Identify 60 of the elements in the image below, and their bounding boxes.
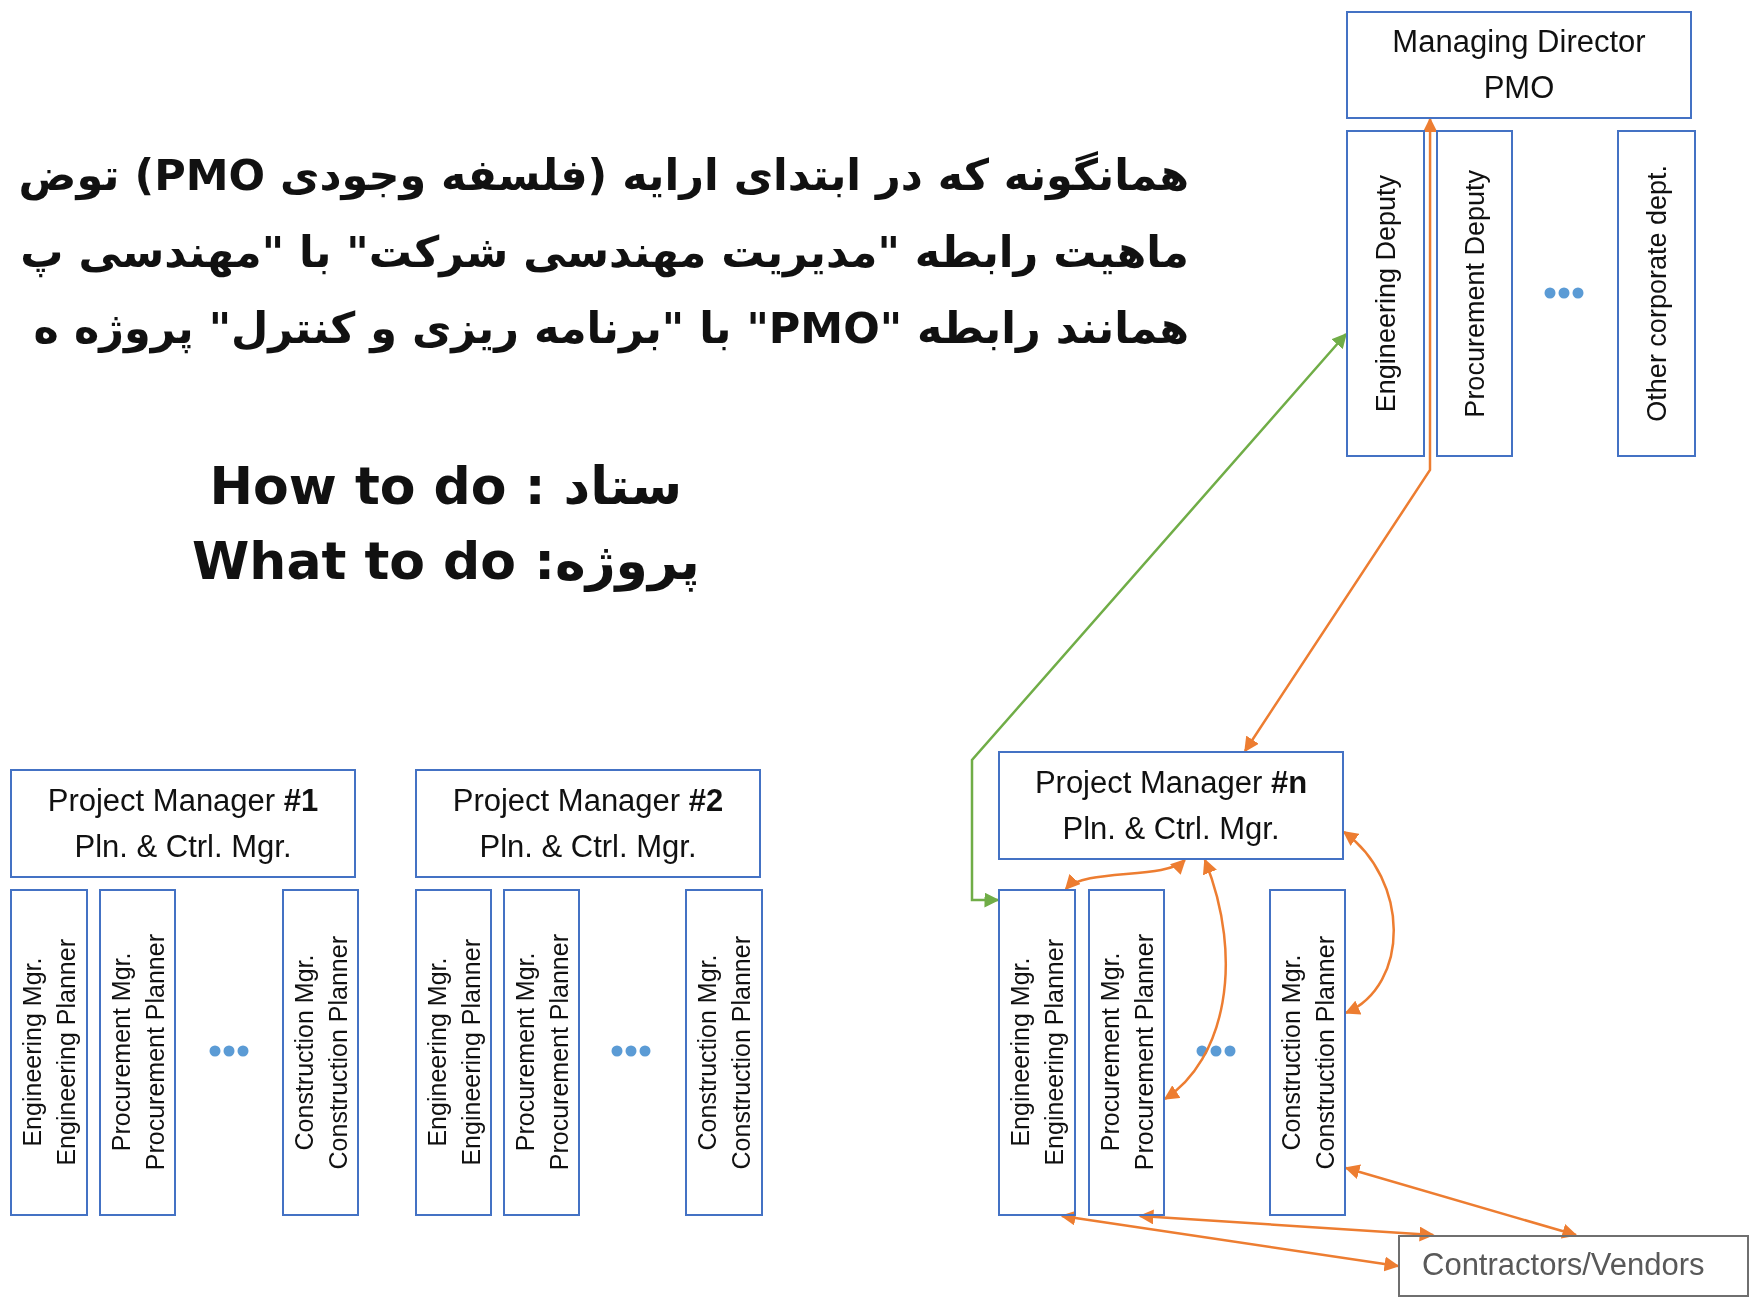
arrow: [1064, 859, 1187, 890]
role-label: Procurement Planner: [139, 934, 170, 1171]
role-label: Construction Mgr.: [1275, 954, 1306, 1151]
role-column: [685, 889, 763, 1216]
role-label: Procurement Mgr.: [1094, 953, 1125, 1152]
department-label: Engineering Deputy: [1369, 174, 1402, 413]
heading-text: ستاد : How to do: [209, 455, 683, 518]
department-column: [1436, 130, 1513, 457]
role-box: [10, 769, 356, 878]
contractor-box: [1398, 1235, 1749, 1297]
role-label: Construction Mgr.: [288, 954, 319, 1151]
role-column: [99, 889, 176, 1216]
arrow: [1244, 117, 1438, 753]
role-title: Project Manager #n: [1034, 763, 1308, 802]
arrow: [1060, 1210, 1400, 1272]
role-column: [415, 889, 492, 1216]
role-label: Construction Planner: [322, 935, 353, 1170]
arrow: [970, 332, 1347, 908]
role-column: [282, 889, 359, 1216]
role-label: Procurement Planner: [1128, 934, 1159, 1171]
role-column: [998, 889, 1076, 1216]
role-label: Construction Planner: [1309, 935, 1340, 1170]
role-column: [1088, 889, 1165, 1216]
heading-text: پروژه: What to do: [192, 530, 700, 593]
department-label: Other corporate dept.: [1640, 165, 1673, 422]
contractor-label: Contractors/Vendors: [1422, 1247, 1705, 1283]
role-label: Construction Mgr.: [692, 954, 722, 1151]
role-title: Pln. & Ctrl. Mgr.: [1062, 809, 1280, 848]
role-label: Construction Planner: [726, 935, 756, 1170]
role-label: Procurement Mgr.: [105, 953, 136, 1152]
paragraph-line: همانند رابطه "PMO" با "برنامه ریزی و کنترل" پروژه ه: [33, 303, 1189, 355]
role-label: Engineering Planner: [51, 939, 81, 1166]
role-title: Project Manager #1: [47, 781, 319, 820]
role-box: [1346, 11, 1692, 119]
role-label: Engineering Planner: [1039, 939, 1069, 1166]
role-title: Pln. & Ctrl. Mgr.: [479, 827, 697, 866]
role-label: Procurement Planner: [543, 934, 574, 1171]
paragraph-line: ماهیت رابطه "مدیریت مهندسی شرکت" با "مهندسی پ: [20, 227, 1189, 279]
arrow: [1138, 1209, 1435, 1242]
role-label: Engineering Mgr.: [1005, 958, 1035, 1147]
role-label: Engineering Planner: [455, 939, 486, 1166]
role-box: [415, 769, 761, 878]
role-column: [1269, 889, 1346, 1216]
role-column: [503, 889, 580, 1216]
role-title: Pln. & Ctrl. Mgr.: [74, 827, 292, 866]
role-label: Procurement Mgr.: [509, 953, 540, 1152]
role-label: Engineering Mgr.: [421, 958, 452, 1147]
arrow: [1163, 858, 1227, 1100]
role-title: PMO: [1483, 69, 1555, 107]
role-label: Engineering Mgr.: [17, 958, 47, 1147]
department-column: [1346, 130, 1425, 457]
role-title: Managing Director: [1392, 23, 1646, 61]
department-label: Procurement Deputy: [1458, 169, 1491, 418]
role-title: Project Manager #2: [452, 781, 724, 820]
role-box: [998, 751, 1344, 860]
arrow: [1342, 831, 1395, 1014]
role-column: [10, 889, 88, 1216]
department-column: [1617, 130, 1696, 457]
paragraph-line: همانگونه که در ابتدای ارایه (فلسفه وجودی PMO) توض: [18, 150, 1189, 202]
arrow: [1344, 1164, 1578, 1239]
